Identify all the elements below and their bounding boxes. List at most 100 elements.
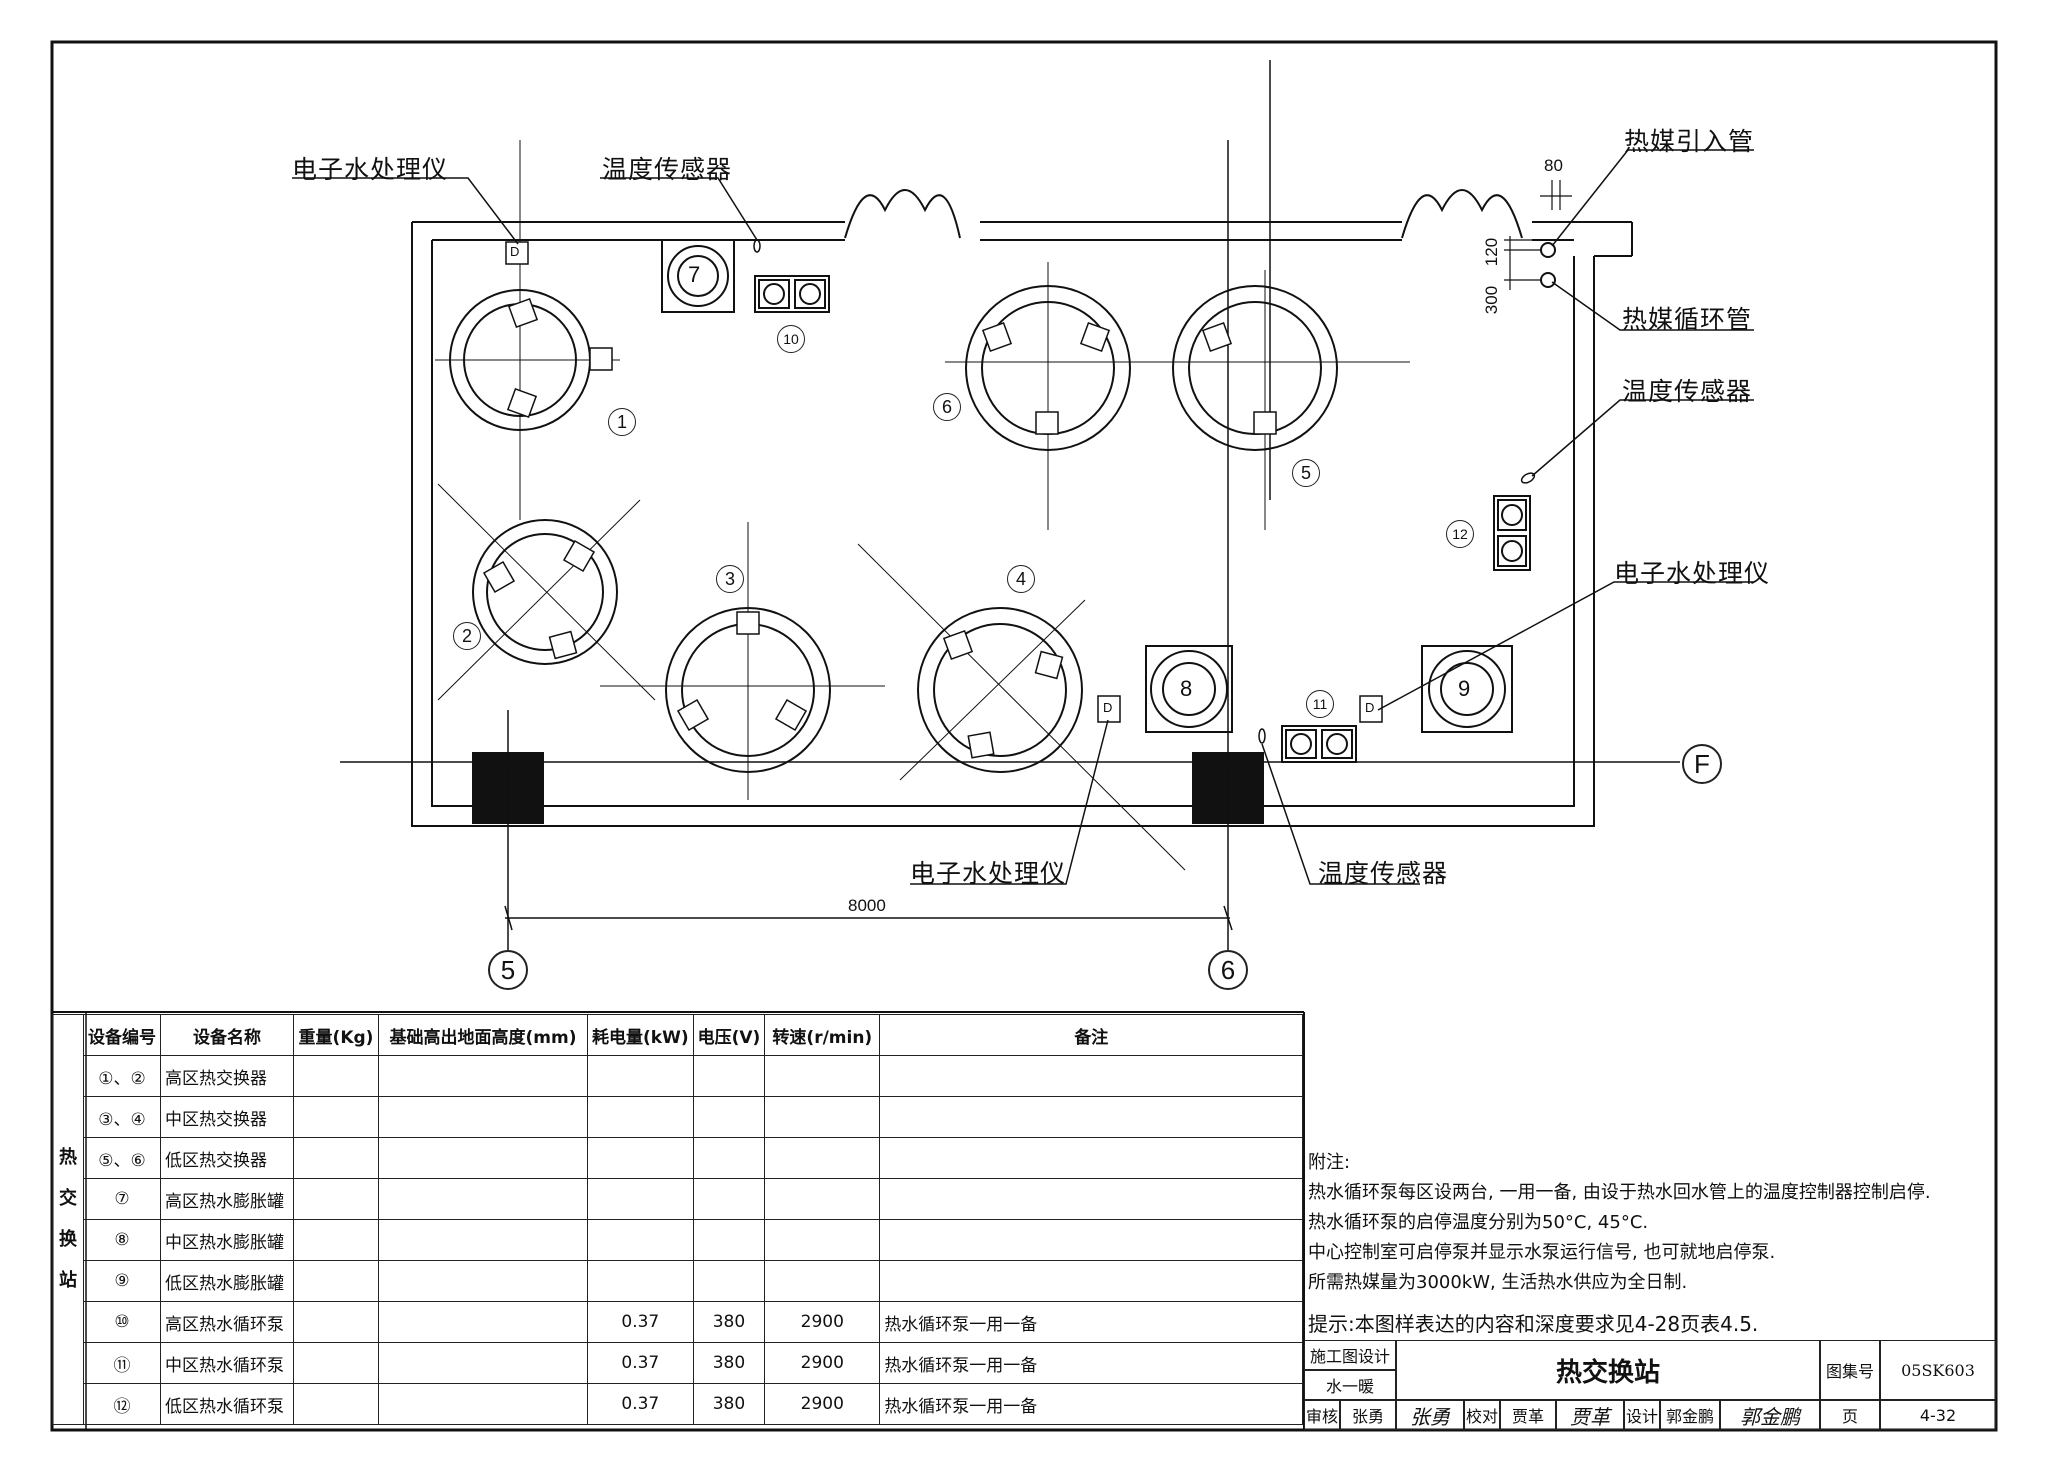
row-speed <box>764 1260 881 1302</box>
tag-3: 3 <box>716 565 744 593</box>
sheet-border <box>50 40 1998 1432</box>
sidebar-cell <box>52 1342 84 1384</box>
pipe-circles <box>1540 242 1556 288</box>
row-id: ⑫ <box>83 1383 161 1425</box>
col-header-weight: 重量(Kg) <box>293 1014 379 1056</box>
row-voltage <box>692 1178 766 1220</box>
sidebar-cell <box>52 1301 84 1343</box>
sidebar-cell: 热 <box>52 1137 84 1179</box>
tag-2: 2 <box>453 622 481 650</box>
tb-design-stage: 施工图设计 <box>1304 1340 1396 1370</box>
axis-5: 5 <box>488 950 528 990</box>
row-base-height <box>378 1137 588 1179</box>
label-ewt-bottom: 电子水处理仪 <box>910 859 1067 888</box>
tag-8: 8 <box>1180 676 1193 701</box>
row-name: 高区热水膨胀罐 <box>160 1178 294 1220</box>
nozzle-squares <box>482 297 1277 759</box>
tb-atlas-label: 图集号 <box>1820 1340 1880 1400</box>
note-line: 所需热媒量为3000kW, 生活热水供应为全日制. <box>1308 1272 1688 1293</box>
row-speed <box>764 1096 881 1138</box>
table-header-row: 设备编号 设备名称 重量(Kg) 基础高出地面高度(mm) 耗电量(kW) 电压… <box>52 1014 1304 1056</box>
sidebar-cell <box>52 1383 84 1425</box>
tb-designer-signature: 郭金鹏 <box>1720 1400 1820 1430</box>
d-tag-3: D <box>1365 700 1375 715</box>
row-speed: 2900 <box>764 1301 881 1343</box>
row-id: ⑪ <box>83 1342 161 1384</box>
tag-4: 4 <box>1007 565 1035 593</box>
window-arcs <box>844 189 1523 239</box>
row-base-height <box>378 1219 588 1261</box>
tag-1: 1 <box>608 408 636 436</box>
row-base-height <box>378 1301 588 1343</box>
col-header-speed: 转速(r/min) <box>764 1014 881 1056</box>
notes-title: 附注: <box>1308 1152 1351 1173</box>
tag-9: 9 <box>1458 676 1471 701</box>
d-tag-2: D <box>1103 700 1113 715</box>
tb-reviewer: 张勇 <box>1340 1400 1396 1430</box>
dim-80: 80 <box>1544 156 1563 175</box>
expansion-tanks <box>661 239 1513 733</box>
label-temp-right: 温度传感器 <box>1622 377 1753 406</box>
dim-300: 300 <box>1482 285 1502 315</box>
row-speed <box>764 1137 881 1179</box>
circulation-pumps <box>754 275 1531 763</box>
dim-120: 120 <box>1482 237 1502 267</box>
axis-F: F <box>1682 744 1722 784</box>
row-voltage <box>692 1096 766 1138</box>
equipment-table: 设备编号 设备名称 重量(Kg) 基础高出地面高度(mm) 耗电量(kW) 电压… <box>52 1014 1304 1425</box>
row-power <box>587 1137 694 1179</box>
row-weight <box>293 1219 379 1261</box>
row-voltage <box>692 1260 766 1302</box>
row-power <box>587 1055 694 1097</box>
sidebar-cell: 交 <box>52 1178 84 1220</box>
row-voltage: 380 <box>692 1383 766 1425</box>
tb-check-label: 校对 <box>1464 1400 1500 1430</box>
row-remarks <box>879 1137 1304 1179</box>
row-power: 0.37 <box>587 1383 694 1425</box>
sidebar-cell: 站 <box>52 1260 84 1302</box>
d-tag-1: D <box>510 244 520 259</box>
note-line: 热水循环泵的启停温度分别为50°C, 45°C. <box>1308 1212 1649 1233</box>
row-remarks: 热水循环泵一用一备 <box>879 1383 1304 1425</box>
col-header-name: 设备名称 <box>160 1014 294 1056</box>
row-id: ⑩ <box>83 1301 161 1343</box>
row-voltage <box>692 1137 766 1179</box>
tb-checker: 贾革 <box>1500 1400 1556 1430</box>
row-id: ⑨ <box>83 1260 161 1302</box>
row-name: 中区热交换器 <box>160 1096 294 1138</box>
row-id: ①、② <box>83 1055 161 1097</box>
row-weight <box>293 1096 379 1138</box>
row-remarks <box>879 1178 1304 1220</box>
row-remarks: 热水循环泵一用一备 <box>879 1342 1304 1384</box>
row-speed: 2900 <box>764 1342 881 1384</box>
label-ewt-top: 电子水处理仪 <box>292 155 449 184</box>
label-temp-top: 温度传感器 <box>602 155 733 184</box>
row-weight <box>293 1137 379 1179</box>
tb-discipline: 水一暖 <box>1304 1370 1396 1400</box>
row-speed <box>764 1178 881 1220</box>
tb-page-label: 页 <box>1820 1400 1880 1430</box>
tb-review-label: 审核 <box>1304 1400 1340 1430</box>
row-id: ⑤、⑥ <box>83 1137 161 1179</box>
row-weight <box>293 1178 379 1220</box>
row-remarks: 热水循环泵一用一备 <box>879 1301 1304 1343</box>
row-name: 低区热水膨胀罐 <box>160 1260 294 1302</box>
tag-7: 7 <box>688 262 701 287</box>
label-ewt-right: 电子水处理仪 <box>1614 559 1771 588</box>
row-name: 中区热水循环泵 <box>160 1342 294 1384</box>
row-id: ⑦ <box>83 1178 161 1220</box>
leader-lines <box>292 149 1754 885</box>
dim-8000: 8000 <box>848 896 886 915</box>
row-weight <box>293 1383 379 1425</box>
label-heat-circ: 热媒循环管 <box>1622 305 1753 334</box>
row-speed <box>764 1055 881 1097</box>
pipe-dimensions <box>1504 180 1572 290</box>
row-voltage <box>692 1219 766 1261</box>
